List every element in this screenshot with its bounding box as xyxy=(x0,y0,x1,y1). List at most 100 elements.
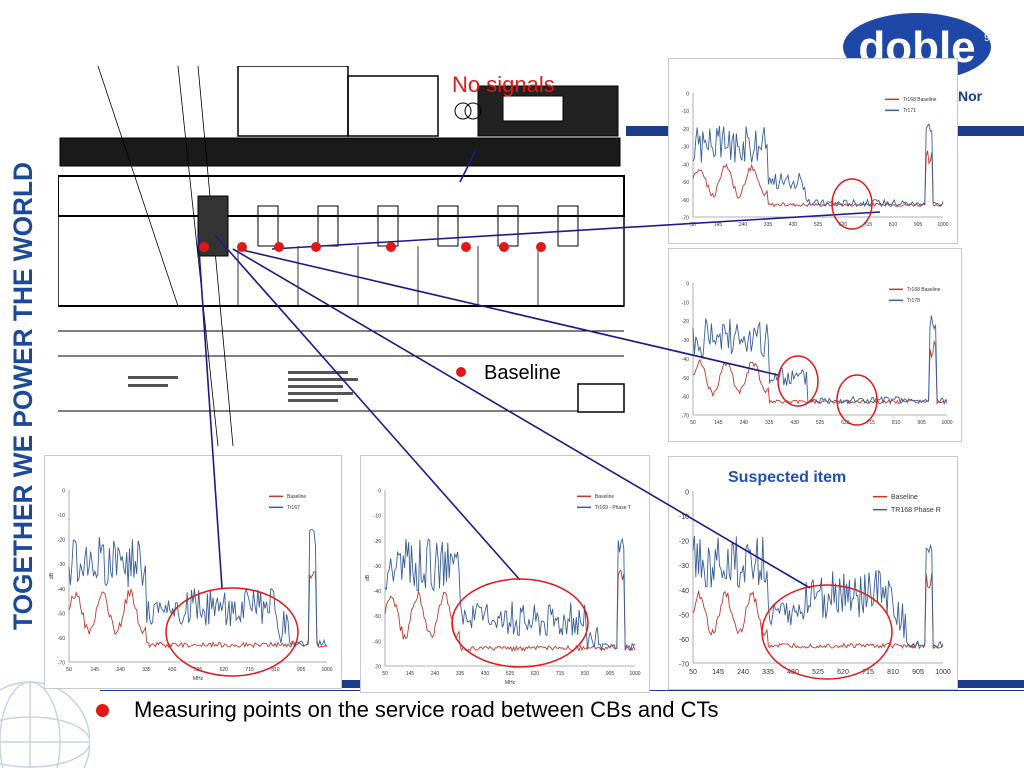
y-tick-label: 0 xyxy=(685,490,689,497)
y-tick-label: -40 xyxy=(682,357,689,363)
y-tick-label: -40 xyxy=(58,587,65,593)
y-tick-label: -50 xyxy=(58,611,65,617)
y-tick-label: -10 xyxy=(374,514,381,520)
series-line-baseline xyxy=(692,572,944,649)
x-tick-label: 335 xyxy=(764,222,773,228)
legend-label: Tr168 Baseline xyxy=(903,97,937,103)
baseline-label: Baseline xyxy=(484,362,561,385)
x-tick-label: 335 xyxy=(456,671,465,677)
x-tick-label: 145 xyxy=(91,667,100,673)
globe-icon xyxy=(0,681,90,768)
x-tick-label: 620 xyxy=(531,671,540,677)
y-tick-label: -60 xyxy=(58,636,65,642)
x-tick-label: 525 xyxy=(506,671,515,677)
y-tick-label: -50 xyxy=(682,376,689,382)
y-tick-label: -40 xyxy=(679,588,689,595)
x-tick-label: 810 xyxy=(892,420,901,426)
x-tick-label: 430 xyxy=(789,222,798,228)
x-tick-label: 240 xyxy=(431,671,440,677)
x-tick-label: 240 xyxy=(739,222,748,228)
vertical-slogan: TOGETHER WE POWER THE WORLD xyxy=(8,162,38,630)
footer-band-right xyxy=(956,680,1024,688)
x-tick-label: 50 xyxy=(689,669,697,676)
y-tick-label: -70 xyxy=(682,216,689,222)
footer-band xyxy=(340,680,360,688)
y-tick-label: -20 xyxy=(682,319,689,325)
x-tick-label: 50 xyxy=(382,671,388,677)
x-tick-label: 525 xyxy=(194,667,203,673)
y-tick-label: -30 xyxy=(679,563,689,570)
x-tick-label: 905 xyxy=(606,671,615,677)
x-axis-label: MHz xyxy=(193,676,204,682)
x-tick-label: 145 xyxy=(406,671,415,677)
x-tick-label: 715 xyxy=(867,420,876,426)
header-band-right xyxy=(956,126,1024,136)
x-tick-label: 50 xyxy=(690,222,696,228)
y-tick-label: -30 xyxy=(682,145,689,151)
legend-label: Tr167 xyxy=(287,505,300,511)
x-tick-label: 145 xyxy=(712,669,724,676)
y-tick-label: -60 xyxy=(682,395,689,401)
slide-number: 9 xyxy=(984,32,991,44)
x-tick-label: 810 xyxy=(889,222,898,228)
y-tick-label: -60 xyxy=(374,639,381,645)
x-tick-label: 335 xyxy=(765,420,774,426)
bullet-marker xyxy=(96,704,109,717)
y-tick-label: -70 xyxy=(679,662,689,669)
x-tick-label: 715 xyxy=(556,671,565,677)
x-tick-label: 1000 xyxy=(629,671,640,677)
y-tick-label: -30 xyxy=(682,338,689,344)
series-line-baseline xyxy=(692,150,944,208)
baseline-marker xyxy=(456,367,466,377)
x-tick-label: 335 xyxy=(142,667,151,673)
y-tick-label: 0 xyxy=(378,489,381,495)
x-tick-label: 525 xyxy=(814,222,823,228)
x-tick-label: 430 xyxy=(168,667,177,673)
x-tick-label: 145 xyxy=(714,222,723,228)
legend-label: TR168 Phase R xyxy=(891,507,941,514)
substation-drawing xyxy=(58,66,626,446)
x-tick-label: 620 xyxy=(839,222,848,228)
x-tick-label: 430 xyxy=(481,671,490,677)
y-tick-label: -60 xyxy=(679,637,689,644)
no-signals-label: No signals xyxy=(452,72,555,97)
x-tick-label: 1000 xyxy=(941,420,952,426)
x-tick-label: 240 xyxy=(116,667,125,673)
x-tick-label: 525 xyxy=(816,420,825,426)
series-line-measured xyxy=(692,315,948,406)
y-tick-label: -40 xyxy=(374,589,381,595)
y-tick-label: -60 xyxy=(682,198,689,204)
y-tick-label: 0 xyxy=(686,282,689,288)
x-axis-label: MHz xyxy=(505,680,516,686)
x-tick-label: 240 xyxy=(740,420,749,426)
x-tick-label: 715 xyxy=(864,222,873,228)
series-line-measured xyxy=(692,122,944,208)
x-tick-label: 240 xyxy=(737,669,749,676)
suspected-item-label: Suspected item xyxy=(728,469,847,486)
x-tick-label: 1000 xyxy=(937,222,948,228)
x-tick-label: 810 xyxy=(271,667,280,673)
legend-label: Baseline xyxy=(595,494,614,500)
x-tick-label: 715 xyxy=(245,667,254,673)
y-tick-label: -10 xyxy=(682,109,689,115)
x-tick-label: 430 xyxy=(790,420,799,426)
series-line-measured xyxy=(384,537,636,653)
y-tick-label: 0 xyxy=(686,92,689,98)
x-tick-label: 620 xyxy=(837,669,849,676)
y-axis-label: dB xyxy=(49,572,55,579)
x-tick-label: 810 xyxy=(581,671,590,677)
x-tick-label: 620 xyxy=(841,420,850,426)
y-tick-label: -20 xyxy=(58,538,65,544)
y-tick-label: -50 xyxy=(682,180,689,186)
x-tick-label: 430 xyxy=(787,669,799,676)
y-tick-label: -20 xyxy=(679,539,689,546)
legend-label: Tr169 - Phase T xyxy=(595,505,631,511)
legend-label: Tr171 xyxy=(903,108,916,114)
y-tick-label: -10 xyxy=(679,514,689,521)
y-tick-label: -50 xyxy=(374,614,381,620)
x-tick-label: 525 xyxy=(812,669,824,676)
